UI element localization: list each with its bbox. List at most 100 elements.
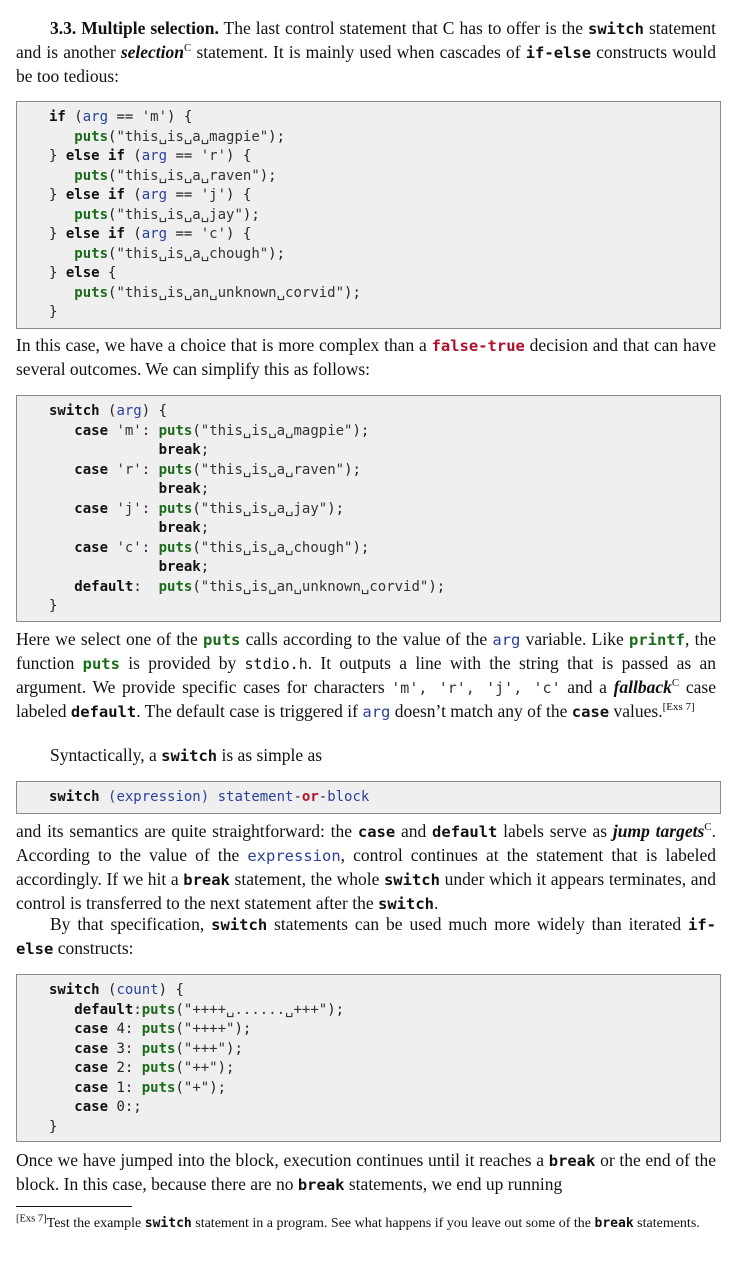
footnote-rule <box>16 1206 132 1207</box>
code-line: case 'c': puts("this␣is␣a␣chough"); <box>74 539 370 556</box>
para3-text: values. <box>609 701 663 721</box>
stdio-header: stdio.h <box>244 655 308 673</box>
code-line: puts("this␣is␣a␣jay"); <box>74 206 260 223</box>
intro-text-d: constructs would be too tedious: <box>16 42 716 86</box>
code-line: puts("this␣is␣a␣magpie"); <box>74 128 286 145</box>
code-line: case 4: puts("++++"); <box>74 1021 252 1037</box>
para7-text: or the end of the block. In this case, b… <box>16 1150 717 1194</box>
code-line: default: puts("this␣is␣an␣unknown␣corvid… <box>74 578 446 595</box>
para4-text: Syntactically, a <box>50 745 162 765</box>
para4-text: is as simple as <box>217 745 323 765</box>
exercise-reference[interactable]: [Exs 7] <box>662 701 695 714</box>
code-line: switch (arg) { <box>49 403 168 419</box>
code-line: } else if (arg == 'c') { <box>49 226 252 242</box>
intro-text-c: statement. It is mainly used when cascad… <box>191 42 526 62</box>
paragraph-syntax: Syntactically, a switch is as simple as <box>16 744 716 768</box>
para3-text: and a <box>560 677 614 697</box>
paragraph-jump: Once we have jumped into the block, exec… <box>16 1149 716 1197</box>
footnote-text: statement in a program. See what happens… <box>191 1216 595 1231</box>
section-title: Multiple selection. <box>81 18 219 38</box>
para3-text: variable. Like <box>520 629 629 649</box>
para3-text: Here we select one of the <box>16 629 204 649</box>
code-line: break; <box>158 520 210 536</box>
footnote-ref: [Exs 7] <box>16 1213 47 1225</box>
concept-mark: C <box>671 677 680 690</box>
code-listing: switch (arg) { case 'm': puts("this␣is␣a… <box>17 396 720 617</box>
code-listing: if (arg == 'm') { puts("this␣is␣a␣magpie… <box>17 102 720 323</box>
footnote: [Exs 7]Test the example switch statement… <box>16 1213 716 1235</box>
code-line: } <box>49 1118 58 1135</box>
intro-switch-keyword: switch <box>587 20 644 38</box>
code-listing: switch (count) { default:puts("++++␣....… <box>17 975 720 1137</box>
code-line: puts("this␣is␣a␣raven"); <box>74 167 277 184</box>
code-line: case 'r': puts("this␣is␣a␣raven"); <box>74 461 361 478</box>
char-literals: 'm', 'r', 'j', 'c' <box>391 679 561 697</box>
para5-text: statement, the whole <box>229 869 384 889</box>
para3-text: case labeled <box>16 677 716 721</box>
code-line: break; <box>158 559 210 575</box>
code-line: case 3: puts("+++"); <box>74 1040 243 1057</box>
para6-text: constructs: <box>53 938 134 958</box>
code-line: switch (count) { <box>49 982 184 998</box>
para3-text: calls according to the value of the <box>240 629 493 649</box>
para5-text: labels serve as <box>497 821 613 841</box>
code-line: break; <box>158 481 210 497</box>
code-line: case 'j': puts("this␣is␣a␣jay"); <box>74 500 345 517</box>
para5-text: and its semantics are quite straightforw… <box>16 821 358 841</box>
para5-text: , control continues at the statement tha… <box>16 845 716 889</box>
footnote-text: statements. <box>633 1216 700 1231</box>
switch-keyword: switch <box>383 871 440 889</box>
break-keyword: break <box>548 1152 596 1170</box>
concept-mark: C <box>704 821 712 834</box>
code-line: } <box>49 304 58 320</box>
intro-text-b: statement and is another <box>16 18 717 62</box>
term-fallback: fallback <box>613 677 672 697</box>
code-block-switch-count: switch (count) { default:puts("++++␣....… <box>16 974 721 1142</box>
para5-text: . <box>434 893 439 913</box>
footnote-text: Test the example <box>46 1216 145 1231</box>
code-line: puts("this␣is␣an␣unknown␣corvid"); <box>74 284 361 301</box>
arg-variable: arg <box>492 631 521 649</box>
expression-variable: expression <box>247 847 341 865</box>
intro-text-a: The last control statement that C has to… <box>218 18 588 38</box>
ifelse-keyword: if-else <box>16 916 716 958</box>
para3-text: , the function <box>16 629 717 673</box>
arg-variable: arg <box>362 703 391 721</box>
code-listing: switch (expression) statement-or-block <box>17 782 720 808</box>
case-keyword: case <box>357 823 396 841</box>
paragraph-puts: Here we select one of the puts calls acc… <box>16 628 716 724</box>
section-intro: 3.3. Multiple selection. The last contro… <box>16 17 716 88</box>
code-line: } else if (arg == 'r') { <box>49 148 252 164</box>
case-keyword: case <box>571 703 610 721</box>
para5-text: . According to the value of the <box>16 821 716 865</box>
code-line: } else { <box>49 265 117 281</box>
printf-keyword: printf <box>628 631 685 649</box>
code-line: break; <box>158 442 210 458</box>
paragraph-choice: In this case, we have a choice that is m… <box>16 334 716 381</box>
puts-keyword: puts <box>82 655 120 673</box>
concept-mark: C <box>184 42 192 55</box>
code-line: puts("this␣is␣a␣chough"); <box>74 245 286 262</box>
para2-text-b: decision and that can have several outco… <box>16 335 717 379</box>
code-line: case 'm': puts("this␣is␣a␣magpie"); <box>74 422 370 439</box>
code-block-syntax: switch (expression) statement-or-block <box>16 781 721 814</box>
break-keyword: break <box>594 1216 634 1231</box>
para5-text: under which it appears terminates, and c… <box>16 869 716 913</box>
code-line: if (arg == 'm') { <box>49 109 193 125</box>
code-line: switch (expression) statement-or-block <box>49 789 370 805</box>
code-line: case 1: puts("+"); <box>74 1079 227 1096</box>
code-line: case 0:; <box>74 1099 142 1115</box>
break-keyword: break <box>297 1176 345 1194</box>
code-block-switch: switch (arg) { case 'm': puts("this␣is␣a… <box>16 395 721 622</box>
paragraph-semantics: and its semantics are quite straightforw… <box>16 820 716 916</box>
paragraph-specification: By that specification, switch statements… <box>16 913 716 961</box>
para5-text: and <box>395 821 433 841</box>
para7-text: statements, we end up running <box>344 1174 563 1194</box>
para6-text: By that specification, <box>50 914 212 934</box>
para2-text-a: In this case, we have a choice that is m… <box>16 335 432 355</box>
break-keyword: break <box>183 871 230 889</box>
switch-keyword: switch <box>211 916 268 934</box>
para7-text: Once we have jumped into the block, exec… <box>16 1150 549 1170</box>
code-line: } else if (arg == 'j') { <box>49 187 252 203</box>
section-number: 3.3. <box>50 18 77 38</box>
